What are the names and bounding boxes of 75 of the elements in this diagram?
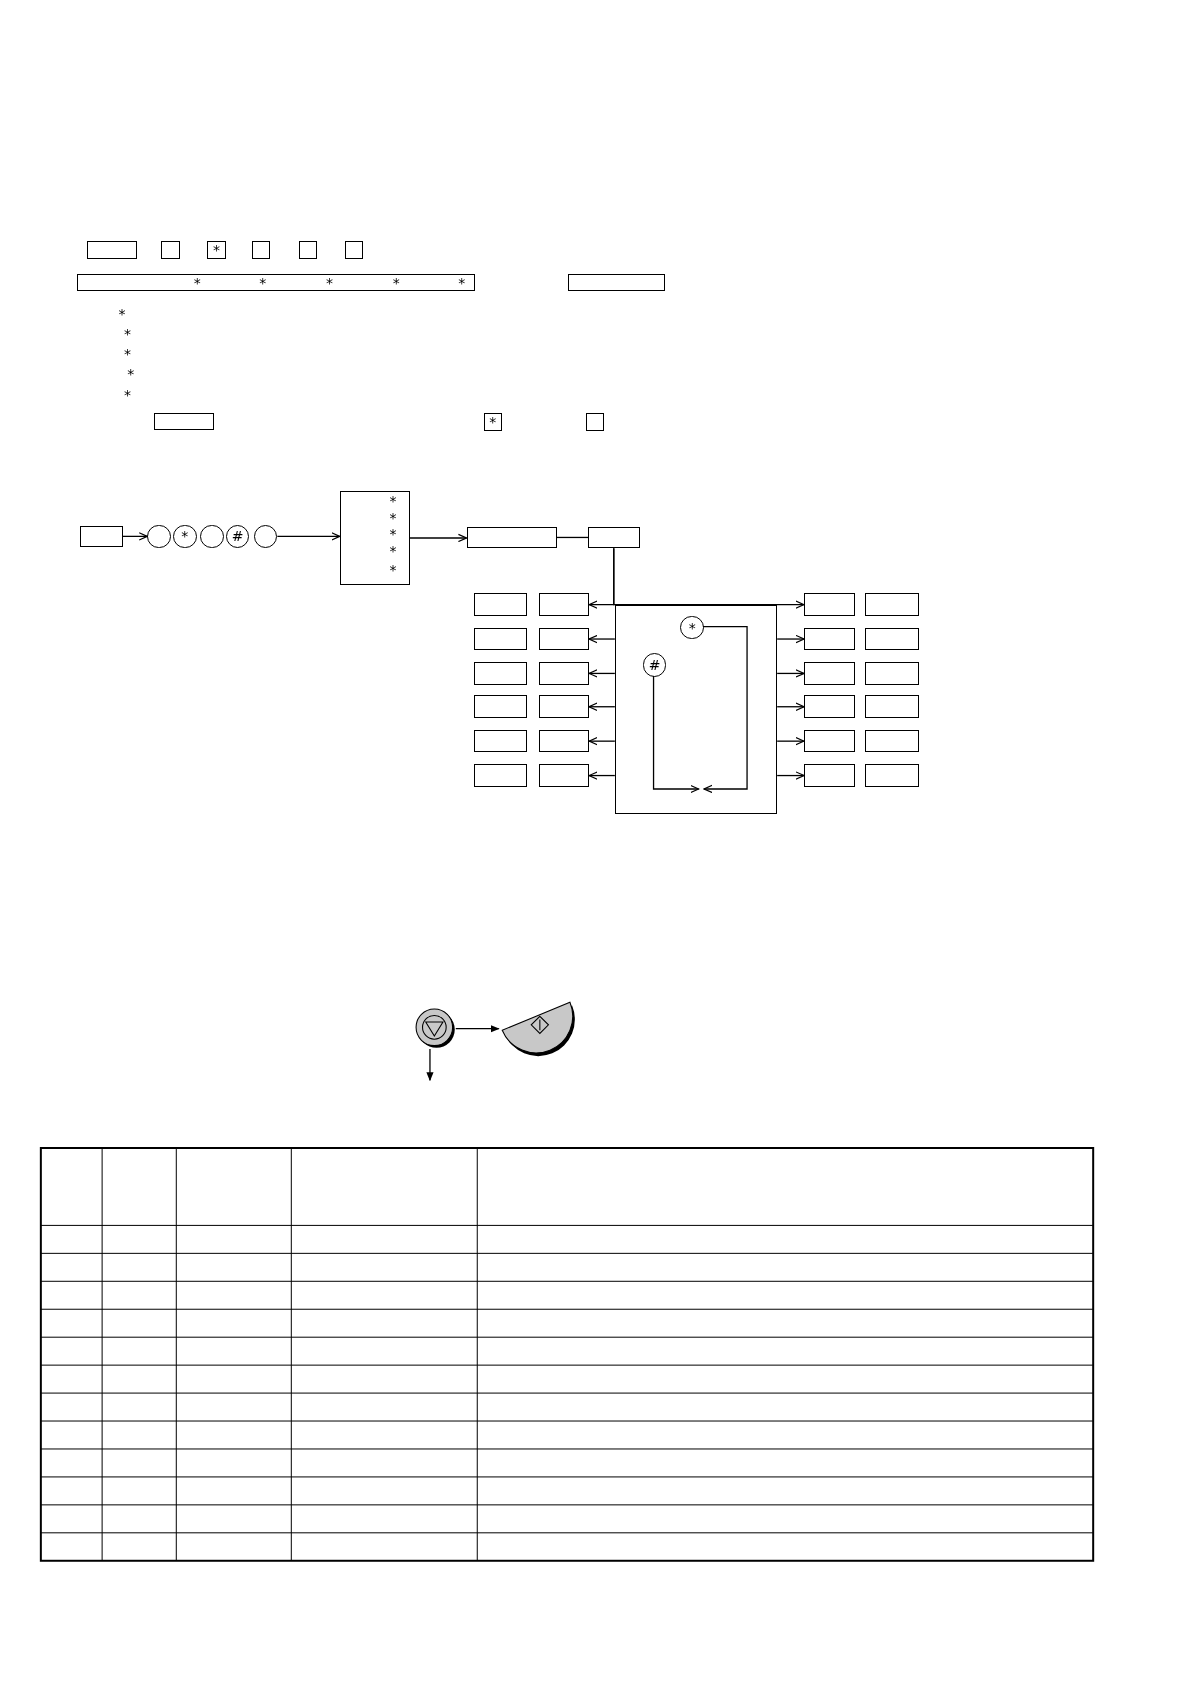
arrow: [776, 736, 805, 746]
arrow: [426, 1048, 434, 1082]
blank-box: [474, 593, 527, 616]
asterisk-mark: *: [118, 306, 126, 321]
arrow: [588, 771, 616, 780]
arrow: [408, 533, 468, 543]
blank-box: [804, 695, 855, 718]
blank-box: [865, 764, 920, 787]
blank-box: [865, 627, 920, 651]
arrow: [776, 771, 805, 780]
blank-box: [585, 412, 605, 431]
blank-box: [474, 764, 527, 787]
key-symbol: *: [389, 511, 397, 526]
blank-box: [298, 240, 318, 260]
input-bar: [77, 274, 476, 292]
asterisk-mark: *: [124, 327, 131, 342]
asterisk-mark: *: [127, 367, 135, 382]
arrow: [702, 626, 748, 794]
key-box: *: [483, 412, 502, 431]
blank-box: [538, 593, 590, 616]
key-symbol: *: [389, 527, 397, 542]
blank-box: [87, 240, 137, 260]
blank-box: [865, 593, 920, 616]
blank-box: [79, 525, 123, 548]
asterisk-mark: *: [124, 387, 131, 402]
blank-box: [474, 662, 527, 685]
blank-box: [345, 240, 364, 260]
key-symbol: *: [326, 275, 333, 290]
arrow: [455, 1025, 500, 1033]
blank-box: [865, 662, 920, 685]
blank-box: [538, 662, 590, 685]
key-symbol: *: [389, 493, 397, 508]
blank-box: [153, 412, 214, 430]
arrow: [652, 675, 700, 794]
key-symbol: *: [259, 275, 267, 290]
blank-box: [474, 695, 527, 718]
blank-box: [587, 526, 640, 549]
arrow: [776, 669, 805, 678]
blank-box: [804, 662, 855, 685]
arrow: [776, 702, 805, 711]
stop-button: [414, 1008, 456, 1050]
key-symbol: *: [389, 544, 397, 559]
blank-box: [251, 240, 270, 260]
blank-box: [339, 491, 410, 585]
connector-line: [556, 536, 589, 539]
blank-box: [474, 627, 527, 651]
arrow: [121, 532, 148, 541]
blank-box: [804, 729, 855, 753]
key-symbol: *: [392, 275, 400, 290]
arrow: [588, 634, 616, 644]
blank-box: [865, 729, 920, 753]
blank-box: [161, 240, 180, 260]
blank-box: [865, 695, 920, 718]
arrow: [276, 532, 341, 541]
key-box: *: [207, 240, 226, 260]
arrow: [776, 634, 805, 644]
blank-box: [538, 729, 590, 753]
blank-box: [538, 764, 590, 787]
key-symbol: *: [193, 275, 201, 290]
key-symbol: *: [389, 562, 397, 577]
frame-box: [614, 605, 778, 814]
arrow: [588, 702, 616, 711]
key-symbol: *: [458, 275, 466, 290]
arrow: [613, 547, 805, 609]
blank-box: [474, 729, 527, 753]
blank-box: [466, 526, 557, 549]
blank-box: [804, 593, 855, 616]
blank-box: [538, 627, 590, 651]
blank-box: [804, 627, 855, 651]
blank-box: [538, 695, 590, 718]
asterisk-mark: *: [124, 346, 131, 361]
arrow: [588, 736, 616, 746]
blank-box: [567, 274, 666, 292]
arrow: [588, 669, 616, 678]
blank-box: [804, 764, 855, 787]
